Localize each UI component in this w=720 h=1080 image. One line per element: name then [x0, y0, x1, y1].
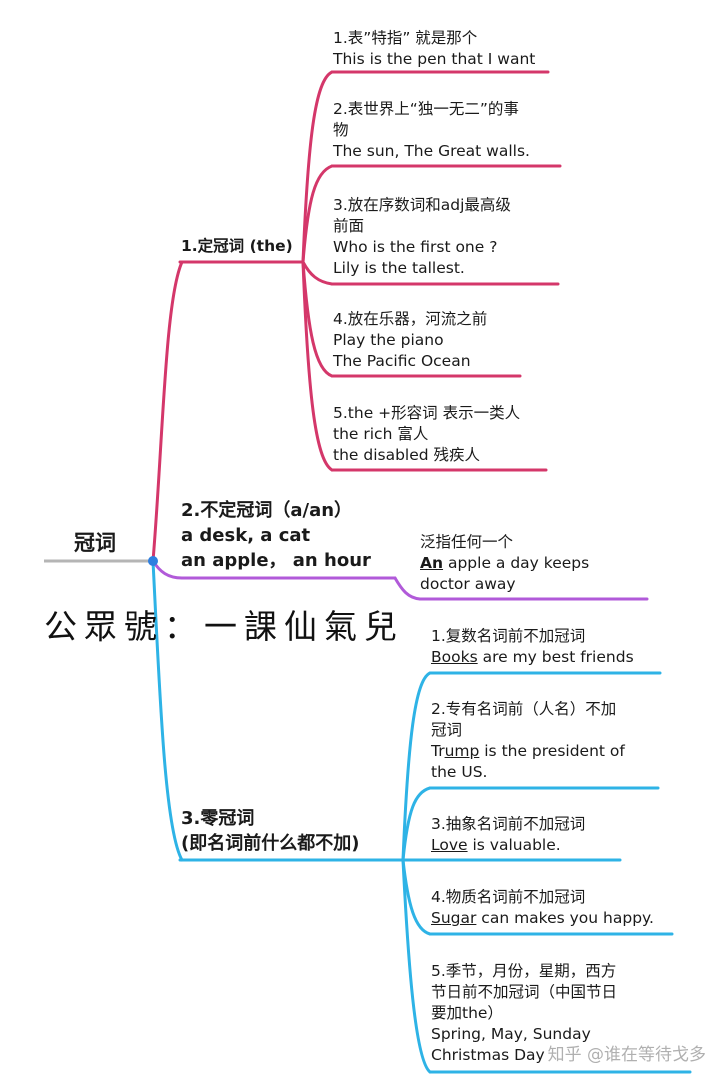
- leaf-line: This is the pen that I want: [333, 50, 536, 68]
- indefinite-example-line: an apple， an hour: [181, 550, 371, 571]
- leaf-line: 前面: [333, 217, 365, 235]
- leaf-line-rest: is the president of: [479, 742, 625, 760]
- leaf-line: Sugar can makes you happy.: [431, 908, 654, 929]
- leaf-line: The sun, The Great walls.: [333, 142, 530, 160]
- leaf-line: 3.放在序数词和adj最高级: [333, 196, 511, 214]
- leaf-line: 1.表”特指” 就是那个: [333, 29, 478, 47]
- zhihu-watermark: 知乎 @谁在等待戈多: [547, 1045, 706, 1065]
- zero-title-line: 3.零冠词: [181, 808, 255, 829]
- root-label: 冠词: [74, 531, 116, 555]
- definite-leaf-5-connector: [301, 260, 334, 472]
- underlined-word: An: [420, 554, 444, 572]
- watermark-text: 公眾號：一課仙氣兒: [44, 607, 404, 646]
- definite-leaf-3-connector: [301, 260, 334, 286]
- leaf-line-rest: can makes you happy.: [476, 909, 654, 927]
- leaf-line: doctor away: [420, 575, 516, 593]
- leaf-line: Christmas Day: [431, 1046, 545, 1064]
- underlined-word: Love: [431, 836, 468, 854]
- definite-leaf-1: 1.表”特指” 就是那个 This is the pen that I want: [333, 28, 535, 70]
- leaf-line: The Pacific Ocean: [333, 352, 471, 370]
- leaf-line-pre: Tr: [431, 742, 445, 760]
- zero-leaf-3: 3.抽象名词前不加冠词 Love is valuable.: [431, 814, 585, 856]
- definite-leaf-2-connector: [301, 164, 334, 264]
- leaf-line: Who is the first one ?: [333, 238, 498, 256]
- zero-leaf-2-connector: [401, 786, 432, 862]
- indefinite-title-line: 2.不定冠词（a/an）: [181, 500, 353, 521]
- leaf-line: 物: [333, 121, 349, 139]
- leaf-line: Books are my best friends: [431, 647, 634, 668]
- zero-branch-title: 3.零冠词 (即名词前什么都不加): [181, 806, 359, 856]
- leaf-line: An apple a day keeps: [420, 553, 589, 574]
- zero-leaf-5-connector: [401, 858, 432, 1074]
- leaf-line: the rich 富人: [333, 425, 429, 443]
- zero-title-line: (即名词前什么都不加): [181, 833, 360, 854]
- zero-leaf-1-connector: [401, 671, 432, 862]
- leaf-line: 2.专有名词前（人名）不加: [431, 700, 617, 718]
- leaf-line: Love is valuable.: [431, 835, 585, 856]
- leaf-line-rest: are my best friends: [477, 648, 634, 666]
- leaf-line: 节日前不加冠词（中国节日: [431, 983, 618, 1001]
- leaf-line: 泛指任何一个: [420, 533, 514, 551]
- definite-leaf-1-connector: [301, 70, 334, 264]
- leaf-line: 要加the）: [431, 1004, 503, 1022]
- leaf-line: Trump is the president of: [431, 741, 625, 762]
- leaf-line: 5.the +形容词 表示一类人: [333, 404, 521, 422]
- leaf-line: 4.物质名词前不加冠词: [431, 888, 586, 906]
- definite-leaf-3: 3.放在序数词和adj最高级 前面 Who is the first one ?…: [333, 195, 511, 279]
- definite-leaf-4: 4.放在乐器，河流之前 Play the piano The Pacific O…: [333, 309, 487, 372]
- leaf-line: 3.抽象名词前不加冠词: [431, 815, 586, 833]
- leaf-line: 1.复数名词前不加冠词: [431, 627, 586, 645]
- leaf-line: the US.: [431, 763, 488, 781]
- leaf-line: Play the piano: [333, 331, 444, 349]
- underlined-word: ump: [444, 742, 480, 760]
- leaf-line: 2.表世界上“独一无二”的事: [333, 100, 519, 118]
- zero-branch-curve: [151, 559, 184, 862]
- indefinite-branch-curve: [151, 559, 184, 580]
- indefinite-branch-title: 2.不定冠词（a/an） a desk, a cat an apple， an …: [181, 498, 371, 573]
- underlined-word: Books: [431, 648, 478, 666]
- zero-leaf-4: 4.物质名词前不加冠词 Sugar can makes you happy.: [431, 887, 654, 929]
- definite-leaf-2: 2.表世界上“独一无二”的事 物 The sun, The Great wall…: [333, 99, 530, 162]
- leaf-line-rest: is valuable.: [467, 836, 561, 854]
- leaf-line-rest: apple a day keeps: [443, 554, 590, 572]
- indefinite-leaf: 泛指任何一个 An apple a day keeps doctor away: [420, 532, 589, 595]
- indefinite-leaf-connector: [393, 576, 422, 601]
- definite-leaf-5: 5.the +形容词 表示一类人 the rich 富人 the disable…: [333, 403, 520, 466]
- leaf-line: 5.季节，月份，星期，西方: [431, 962, 617, 980]
- root-node-dot: [148, 556, 158, 566]
- definite-branch-curve: [151, 260, 184, 563]
- leaf-line: 4.放在乐器，河流之前: [333, 310, 488, 328]
- zero-leaf-1: 1.复数名词前不加冠词 Books are my best friends: [431, 626, 634, 668]
- leaf-line: the disabled 残疾人: [333, 446, 481, 464]
- indefinite-example-line: a desk, a cat: [181, 525, 311, 546]
- leaf-line: 冠词: [431, 721, 463, 739]
- leaf-line: Lily is the tallest.: [333, 259, 465, 277]
- underlined-word: Sugar: [431, 909, 477, 927]
- zero-leaf-2: 2.专有名词前（人名）不加 冠词 Trump is the president …: [431, 699, 625, 783]
- zero-leaf-5: 5.季节，月份，星期，西方 节日前不加冠词（中国节日 要加the） Spring…: [431, 961, 617, 1066]
- definite-branch-title: 1.定冠词 (the): [181, 237, 293, 255]
- leaf-line: Spring, May, Sunday: [431, 1025, 591, 1043]
